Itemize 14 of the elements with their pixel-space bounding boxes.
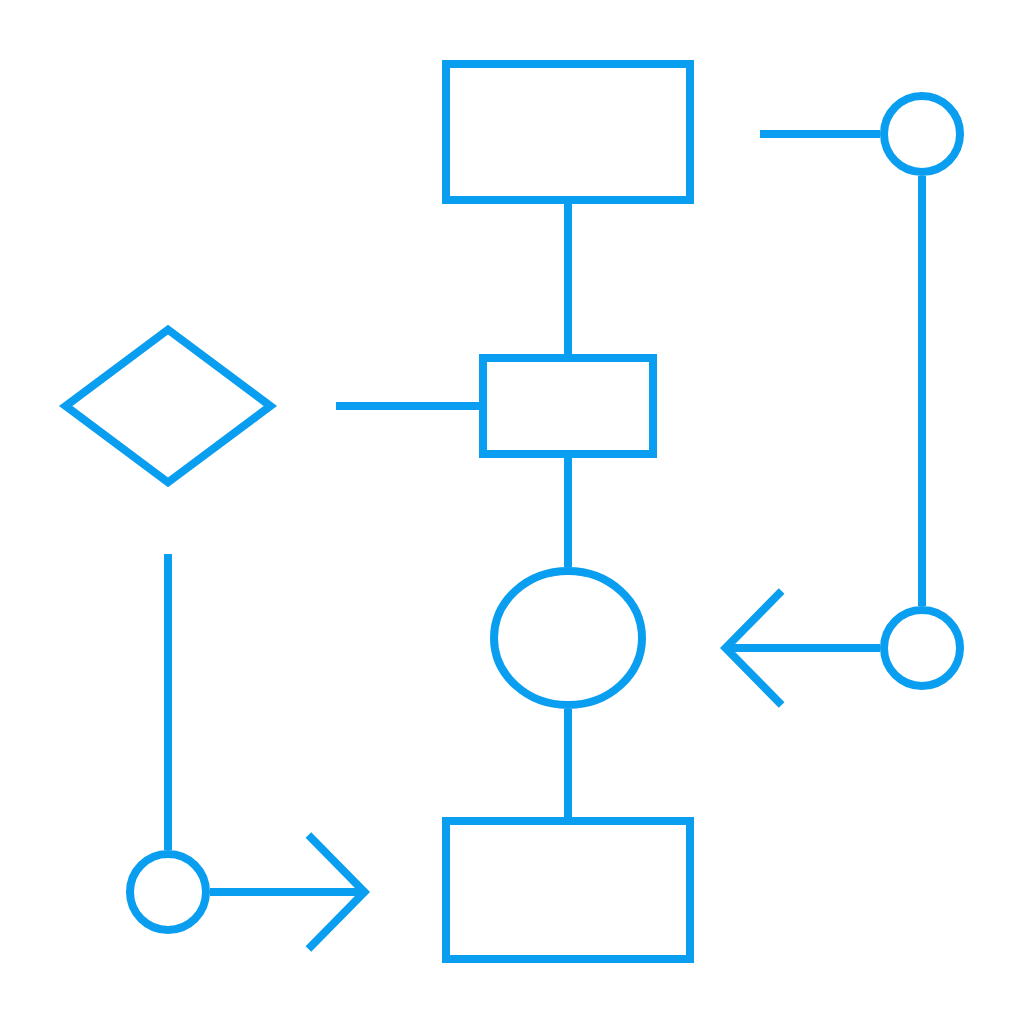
connector-line — [164, 554, 172, 850]
connector-line — [760, 130, 880, 138]
connector-circle — [880, 606, 964, 690]
connector-line — [336, 402, 479, 410]
connector-line — [564, 709, 572, 817]
connector-line — [918, 176, 926, 606]
connector-circle — [490, 567, 646, 709]
connector-line — [564, 458, 572, 567]
process-box — [442, 60, 694, 204]
process-box — [479, 354, 657, 458]
connector-circle — [126, 850, 210, 934]
connector-line — [564, 204, 572, 354]
connector-circle — [880, 92, 964, 176]
process-box — [442, 817, 694, 963]
